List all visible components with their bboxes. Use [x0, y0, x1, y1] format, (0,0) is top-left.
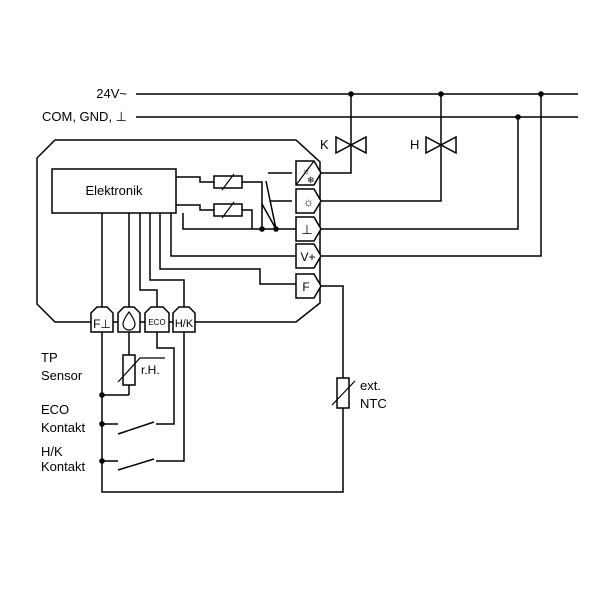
terminal-hk: H/K — [172, 306, 196, 333]
wire-coil-1 — [176, 176, 214, 183]
terminal-vplus-label: V+ — [300, 250, 315, 264]
terminal-eco-label: ECO — [148, 318, 165, 327]
hk-label-line1: H/K — [41, 444, 63, 459]
eco-contact-blade — [117, 421, 155, 435]
electronics-label: Elektronik — [85, 183, 143, 198]
terminal-fgnd-label: F⊥ — [93, 317, 111, 331]
eco-label-line1: ECO — [41, 402, 69, 417]
wire-elec-f — [159, 213, 296, 285]
terminal-heat: ☼ — [295, 188, 322, 214]
junction-dot — [259, 226, 265, 232]
wire-coil-2-return — [242, 209, 253, 229]
terminal-vplus: V+ — [295, 243, 322, 269]
ntc-arrow — [331, 380, 356, 406]
wire-eco — [156, 332, 175, 425]
hk-contact-blade — [117, 458, 155, 471]
wire-elec-vplus — [170, 213, 296, 257]
relay-contact-2 — [261, 203, 277, 230]
tp-sensor-arrow — [117, 357, 165, 383]
wire-elec-eco — [139, 213, 158, 307]
terminal-eco: ECO — [144, 306, 170, 333]
terminal-fgnd: F⊥ — [90, 306, 114, 333]
ntc-label-line1: ext. — [360, 378, 381, 393]
terminal-f-label: F — [302, 280, 309, 294]
junction-dot — [273, 226, 279, 232]
junction-dot — [99, 392, 105, 398]
tp-label-line2: Sensor — [41, 368, 83, 383]
droplet-icon — [122, 310, 136, 331]
valve-h-symbol — [425, 135, 457, 155]
wire-common-return — [101, 285, 344, 493]
relay-contact-1 — [265, 180, 277, 230]
wire-elec-hk — [149, 213, 185, 307]
hk-label-line2: Kontakt — [41, 459, 85, 474]
supply-com-label: COM, GND, ⊥ — [42, 109, 127, 124]
svg-text:☼: ☼ — [302, 166, 310, 176]
device-enclosure — [36, 139, 321, 323]
wire-coil-1-return — [242, 181, 263, 229]
relay-coil-2 — [213, 201, 243, 219]
valve-k-symbol — [335, 135, 367, 155]
supply-24v-label: 24V~ — [96, 86, 127, 101]
svg-text:❄: ❄ — [307, 175, 315, 185]
valve-k-label: K — [320, 137, 329, 152]
terminal-gnd-label: ⊥ — [301, 222, 312, 237]
relay-coil-1 — [213, 173, 243, 191]
terminal-gnd: ⊥ — [295, 216, 322, 242]
wire-valve-h — [321, 94, 442, 202]
terminal-f: F — [295, 273, 322, 299]
eco-label-line2: Kontakt — [41, 420, 85, 435]
wire-com-gnd — [321, 117, 519, 230]
electronics-block — [51, 168, 177, 214]
wire-valve-k — [321, 94, 352, 174]
wire-elec-gnd — [182, 213, 296, 230]
wire-coil-2 — [176, 204, 214, 211]
rh-label: r.H. — [141, 363, 160, 377]
terminal-hk-label: H/K — [175, 318, 194, 330]
svg-text:☼: ☼ — [303, 195, 314, 209]
terminal-cool-heat: ☼ ❄ — [295, 160, 322, 186]
wire-24v-vplus — [321, 94, 542, 257]
terminal-tp — [117, 306, 141, 333]
valve-h-label: H — [410, 137, 419, 152]
ntc-label-line2: NTC — [360, 396, 387, 411]
tp-label-line1: TP — [41, 350, 58, 365]
wire-hk — [156, 332, 185, 462]
